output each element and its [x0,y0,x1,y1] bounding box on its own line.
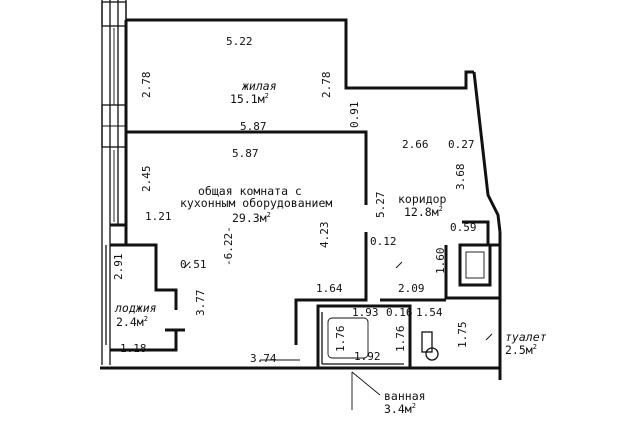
bathtub-fixture [327,317,369,359]
dim-1-60: 1.60 [434,248,447,275]
living-room-walls [124,18,474,205]
dim-2-78-a: 2.78 [140,72,153,99]
dim-1-92: 1.92 [354,350,381,363]
dim-0-27: 0.27 [448,138,475,151]
dim-0-12: 0.12 [370,235,397,248]
dim-1-93: 1.93 [352,306,379,319]
room-name-living: жилая [241,79,277,93]
partition-walls [294,232,446,345]
dim-2-66: 2.66 [402,138,429,151]
room-area-common: 29.3м2 [232,211,271,225]
room-area-living: 15.1м2 [230,92,269,106]
dim-2-91: 2.91 [112,254,125,281]
room-area-toilet: 2.5м2 [505,343,537,357]
dim-4-23: 4.23 [318,222,331,249]
dim-3-74: 3.74 [250,352,277,365]
room-area-loggia: 2.4м2 [116,315,148,329]
dim-1-54: 1.54 [416,306,443,319]
common-room-walls [100,132,500,370]
room-name-toilet: туалет [505,330,547,344]
dim-1-18: 1.18 [120,342,147,355]
dim-1-75: 1.75 [456,322,469,349]
dim-1-21: 1.21 [145,210,172,223]
window-top [101,1,127,27]
dimension-ticks [183,261,493,361]
room-name-loggia: лоджия [114,301,157,315]
bathroom-walls [316,304,412,368]
room-name-common-2: кухонным оборудованием [180,196,332,210]
dim-3-68: 3.68 [454,164,467,191]
toilet-box [458,243,492,287]
dim-6-22: -6.22- [222,226,235,266]
dim-0-16: 0.16 [386,306,413,319]
room-name-bathroom: ванная [384,389,426,403]
room-name-common-1: общая комната с [198,184,302,198]
dim-5-87-a: 5.87 [240,120,267,133]
toilet-fixture [421,331,439,361]
bathroom-leader [351,371,381,410]
dim-1-76-a: 1.76 [334,326,347,353]
room-area-corridor: 12.8м2 [404,205,443,219]
dim-5-27: 5.27 [374,192,387,219]
dim-1-76-b: 1.76 [394,326,407,353]
dim-5-22: 5.22 [226,35,253,48]
dim-3-77: 3.77 [194,290,207,317]
window-living [101,104,127,148]
dim-1-64: 1.64 [316,282,343,295]
dim-0-51: 0.51 [180,258,207,271]
dim-2-09: 2.09 [398,282,425,295]
room-name-corridor: коридор [398,192,447,206]
dim-2-45: 2.45 [140,166,153,193]
dim-5-87-b: 5.87 [232,147,259,160]
corridor-walls [444,71,502,380]
room-area-bathroom: 3.4м2 [384,402,416,416]
dim-0-91: 0.91 [348,102,361,129]
dim-2-78-b: 2.78 [320,72,333,99]
dim-0-59: 0.59 [450,221,477,234]
